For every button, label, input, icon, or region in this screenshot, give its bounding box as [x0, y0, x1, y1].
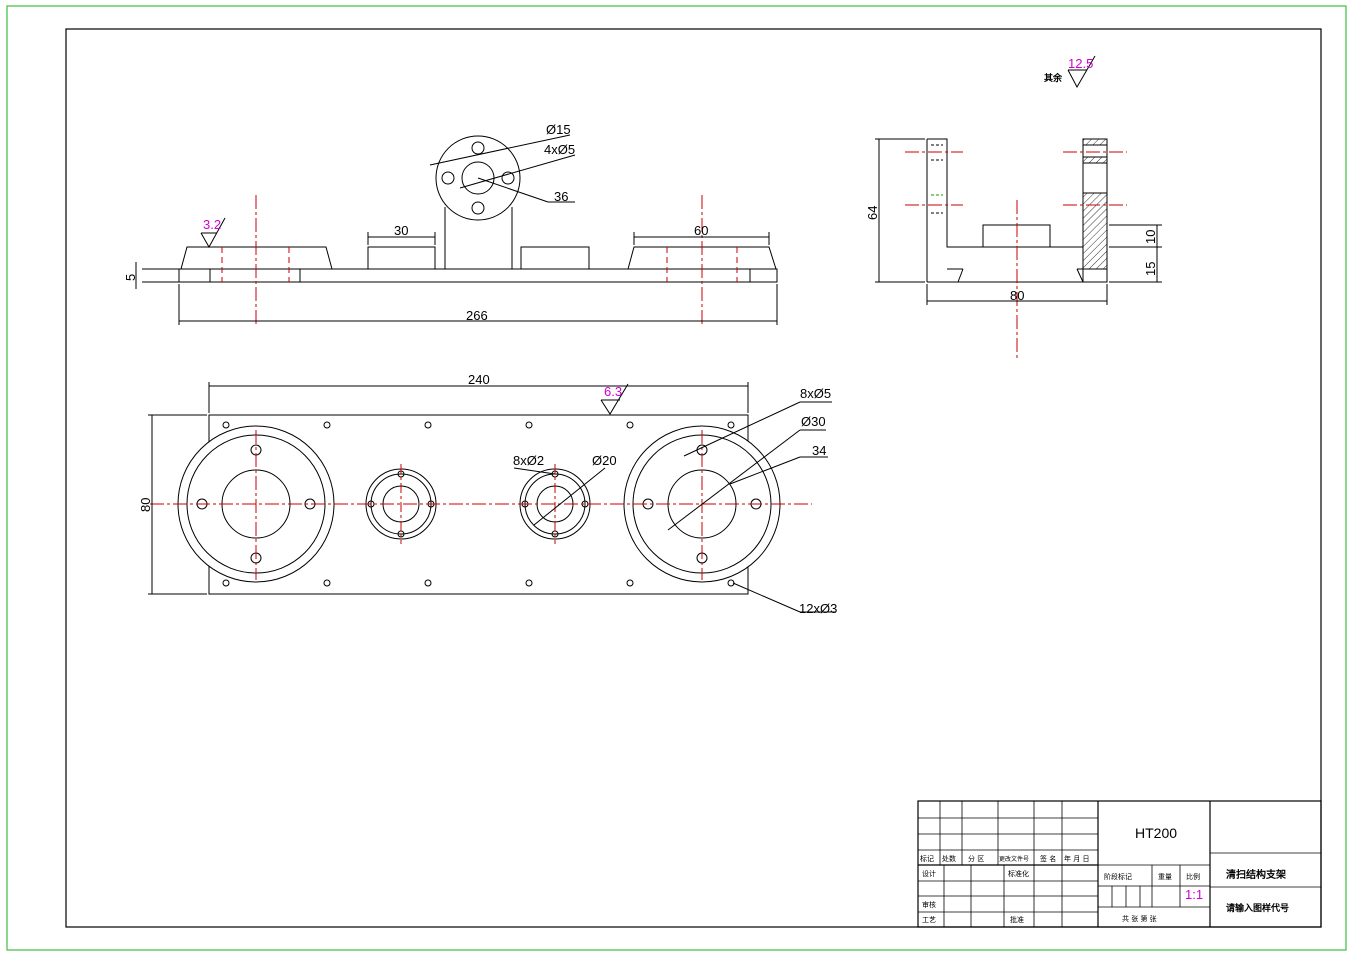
dim-side-step-upper: 10 [1143, 230, 1158, 244]
label-mark: 标记 [920, 854, 934, 863]
dim-hub-bore: Ø15 [546, 122, 571, 137]
dim-flange-width: 60 [694, 223, 708, 238]
dim-large-holes: 8xØ5 [800, 386, 831, 401]
side-view [875, 55, 1162, 360]
dim-overall-length: 266 [466, 308, 488, 323]
front-view [135, 134, 778, 327]
general-roughness-value: 12.5 [1068, 56, 1093, 71]
drawing-number: 请输入图样代号 [1226, 902, 1289, 914]
dim-large-bore: Ø30 [801, 414, 826, 429]
dim-side-height: 64 [865, 206, 880, 220]
label-design: 设计 [922, 869, 936, 878]
dim-edge-holes: 12xØ3 [799, 601, 837, 616]
label-review: 审核 [922, 900, 936, 909]
title-block [917, 800, 1322, 928]
outer-frame [6, 5, 1347, 951]
dim-small-holes: 8xØ2 [513, 453, 544, 468]
dim-side-width: 80 [1010, 288, 1024, 303]
dim-large-pcd: 34 [812, 443, 826, 458]
dim-small-bore: Ø20 [592, 453, 617, 468]
label-date: 年 月 日 [1064, 854, 1089, 863]
material: HT200 [1135, 825, 1177, 841]
dim-hub-holes: 4xØ5 [544, 142, 575, 157]
top-view [148, 382, 836, 613]
label-signature: 签 名 [1040, 854, 1056, 863]
part-name: 清扫结构支架 [1226, 868, 1286, 881]
label-weight: 重量 [1158, 873, 1172, 881]
dim-top-width: 80 [138, 498, 153, 512]
label-zone: 分 区 [968, 854, 984, 863]
roughness-front: 3.2 [203, 217, 221, 232]
drawing-border [65, 28, 1322, 928]
dim-side-step-lower: 15 [1143, 262, 1158, 276]
dim-boss-width: 30 [394, 223, 408, 238]
label-process: 工艺 [922, 916, 936, 924]
label-count: 处数 [942, 854, 956, 863]
scale-value: 1:1 [1185, 887, 1203, 902]
label-stage: 阶段标记 [1104, 872, 1132, 881]
dim-top-length: 240 [468, 372, 490, 387]
label-change-doc: 更改文件号 [999, 855, 1029, 863]
roughness-top: 6.3 [604, 384, 622, 399]
dim-hub-pcd: 36 [554, 189, 568, 204]
label-scale: 比例 [1186, 872, 1200, 881]
edge-holes [222, 421, 735, 587]
label-sheets: 共 张 第 张 [1122, 914, 1157, 923]
general-roughness-label: 其余 [1044, 72, 1063, 84]
dim-base-thickness: 5 [123, 274, 138, 281]
label-approve: 批准 [1010, 915, 1024, 924]
label-standard: 标准化 [1008, 869, 1029, 878]
